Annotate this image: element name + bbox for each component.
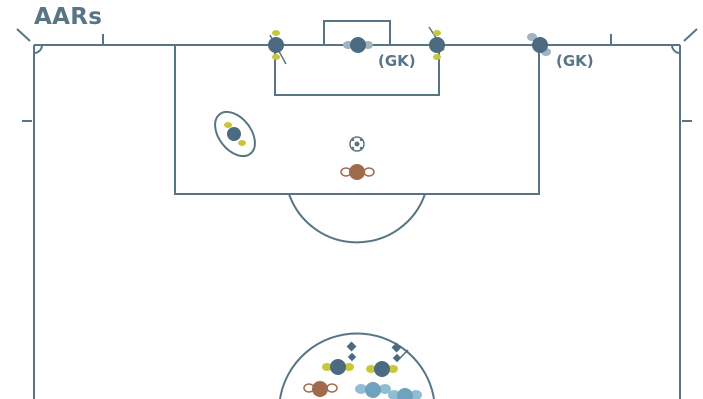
goalkeeper-outside-icon	[527, 33, 551, 56]
player-brown-icon	[303, 381, 338, 397]
player-blue-icon-2	[388, 388, 422, 399]
corner-flag-right	[683, 28, 698, 42]
highlighted-referee	[214, 110, 256, 158]
flag-icon-left	[346, 341, 357, 362]
diagram-title: AARs	[34, 4, 103, 30]
corner-arc-right	[671, 44, 681, 54]
corner-arc-left	[33, 44, 43, 54]
ball-icon	[349, 136, 365, 152]
goalkeeper-icon	[343, 37, 373, 53]
flag-icon-right	[391, 342, 409, 363]
referee-icon-centre-left	[322, 359, 354, 375]
referee-icon-centre-right	[366, 361, 398, 377]
penalty-taker-icon	[340, 164, 375, 180]
aar-right-post	[428, 26, 445, 60]
centre-circle	[279, 332, 435, 399]
gk-label-goal: (GK)	[378, 52, 416, 70]
aar-left-post	[268, 30, 287, 65]
player-blue-icon-1	[355, 382, 391, 398]
gk-label-outside: (GK)	[556, 52, 594, 70]
penalty-arc	[288, 193, 426, 244]
corner-flag-left	[16, 28, 31, 42]
